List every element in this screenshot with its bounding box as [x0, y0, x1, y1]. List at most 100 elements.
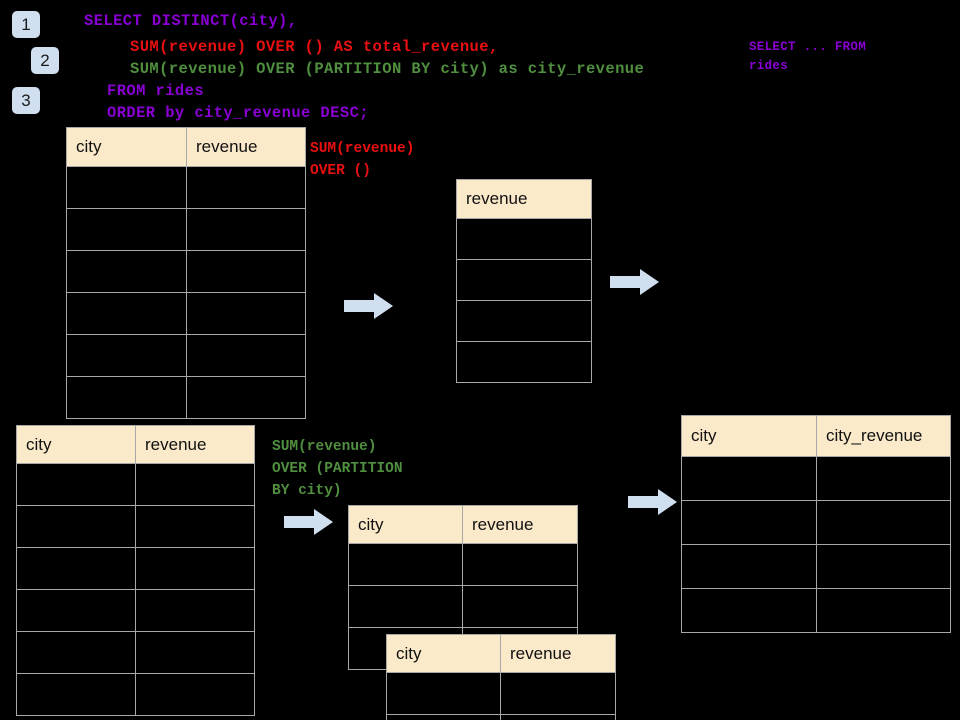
table-cell [135, 631, 255, 674]
table-cell [135, 463, 255, 506]
table-cell [348, 543, 463, 586]
sql-line-sum-over-empty: SUM(revenue) OVER () AS total_revenue, [130, 38, 499, 56]
column-header-revenue: revenue [456, 179, 592, 219]
table-cell [66, 208, 187, 251]
sql-line-from-rides: FROM rides [107, 82, 205, 100]
column-header-city: city [386, 634, 501, 673]
table-cell [456, 218, 592, 260]
table-cell [16, 505, 136, 548]
table-cell [816, 588, 951, 633]
table-cell [456, 300, 592, 342]
table-cell [500, 714, 616, 720]
table-header-row: city revenue [386, 634, 616, 673]
step-badge-3[interactable]: 3 [12, 87, 40, 114]
table-cell [816, 544, 951, 589]
table-row [456, 259, 592, 301]
table-row [16, 631, 255, 674]
sql-line-order-by: ORDER by city_revenue DESC; [107, 104, 369, 122]
table-result: city city_revenue [681, 415, 951, 633]
table-cell [135, 505, 255, 548]
table-cell [135, 547, 255, 590]
side-note-rides: rides [749, 59, 789, 73]
table-cell [66, 376, 187, 419]
table-cell [681, 544, 817, 589]
arrow-bottom-left-icon [284, 509, 333, 535]
table-row [66, 376, 306, 419]
column-header-city: city [348, 505, 463, 544]
table-cell [66, 166, 187, 209]
side-note-select-from: SELECT ... FROM [749, 40, 867, 54]
arrow-top-left-icon [344, 293, 393, 319]
sql-line-select-distinct: SELECT DISTINCT(city), [84, 12, 298, 30]
table-cell [66, 292, 187, 335]
table-source-bottom: city revenue [16, 425, 255, 716]
table-header-row: city revenue [348, 505, 578, 544]
table-row [66, 166, 306, 209]
table-partition-front: city revenue [386, 634, 616, 720]
table-row [456, 341, 592, 383]
table-cell [186, 292, 306, 335]
table-cell [681, 588, 817, 633]
table-row [348, 543, 578, 586]
column-header-revenue: revenue [135, 425, 255, 464]
table-row [386, 672, 616, 715]
table-source-top: city revenue [66, 127, 306, 419]
table-header-row: city city_revenue [681, 415, 951, 457]
table-header-row: city revenue [66, 127, 306, 167]
column-header-revenue: revenue [462, 505, 578, 544]
table-row [456, 300, 592, 342]
table-row [16, 505, 255, 548]
table-cell [456, 341, 592, 383]
table-cell [135, 673, 255, 716]
table-cell [500, 672, 616, 715]
table-row [16, 463, 255, 506]
table-cell [186, 376, 306, 419]
table-cell [186, 250, 306, 293]
table-row [681, 456, 951, 501]
table-row [681, 588, 951, 633]
table-cell [16, 673, 136, 716]
table-cell [186, 334, 306, 377]
column-header-revenue: revenue [186, 127, 306, 167]
step-badge-1[interactable]: 1 [12, 11, 40, 38]
table-cell [386, 672, 501, 715]
table-cell [16, 547, 136, 590]
table-cell [16, 631, 136, 674]
table-header-row: city revenue [16, 425, 255, 464]
step-badge-2[interactable]: 2 [31, 47, 59, 74]
table-row [66, 334, 306, 377]
table-row [16, 547, 255, 590]
table-row [66, 250, 306, 293]
annotation-over-empty: SUM(revenue) OVER () [310, 141, 415, 179]
arrow-bottom-right-icon [628, 489, 677, 515]
table-cell [16, 463, 136, 506]
table-row [66, 208, 306, 251]
table-row [16, 673, 255, 716]
table-cell [456, 259, 592, 301]
table-cell [681, 456, 817, 501]
table-row [386, 714, 616, 720]
table-cell [16, 589, 136, 632]
table-cell [386, 714, 501, 720]
column-header-city: city [681, 415, 817, 457]
column-header-city: city [66, 127, 187, 167]
table-row [66, 292, 306, 335]
table-row [681, 544, 951, 589]
table-row [456, 218, 592, 260]
table-cell [186, 166, 306, 209]
table-cell [462, 543, 578, 586]
table-cell [135, 589, 255, 632]
table-cell [186, 208, 306, 251]
annotation-over-partition: SUM(revenue) OVER (PARTITION BY city) [272, 439, 403, 499]
table-cell [462, 585, 578, 628]
table-cell [66, 250, 187, 293]
table-total-revenue: revenue [456, 179, 592, 383]
table-cell [681, 500, 817, 545]
table-row [16, 589, 255, 632]
table-cell [66, 334, 187, 377]
column-header-revenue: revenue [500, 634, 616, 673]
table-row [348, 585, 578, 628]
column-header-city-revenue: city_revenue [816, 415, 951, 457]
arrow-top-right-icon [610, 269, 659, 295]
